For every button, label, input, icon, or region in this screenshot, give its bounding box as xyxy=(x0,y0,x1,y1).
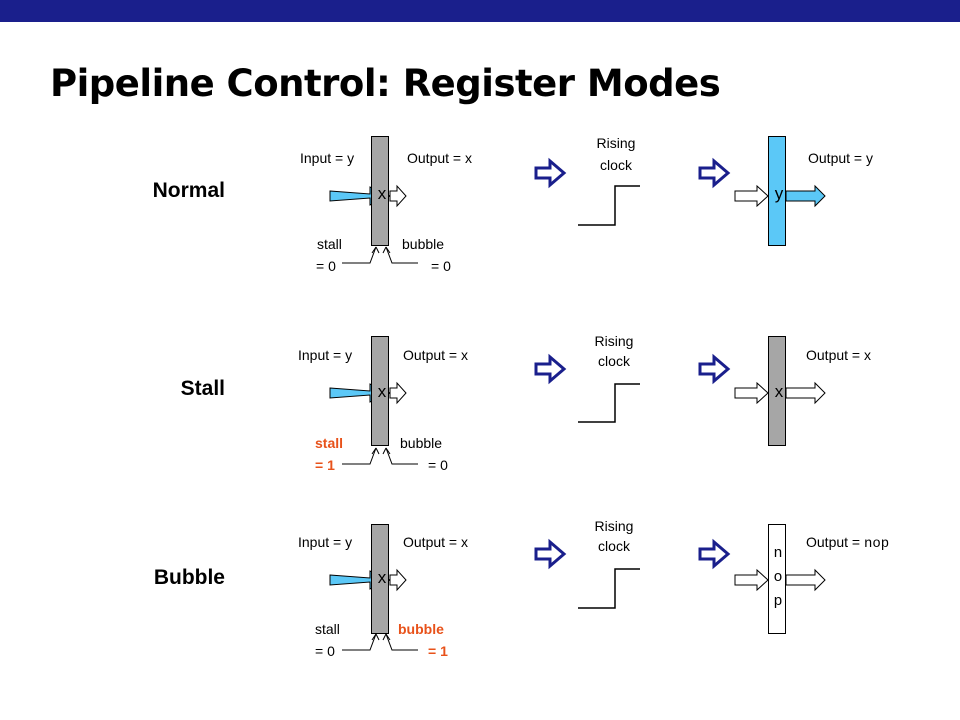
normal-clock-label-1: Rising xyxy=(596,135,636,151)
stall-flow-arrow-2 xyxy=(698,355,730,383)
bubble-result-letter-p: p xyxy=(773,593,783,610)
bubble-stall-line xyxy=(342,633,377,651)
normal-register xyxy=(371,136,389,246)
bubble-clock-label-2: clock xyxy=(598,538,630,554)
bubble-clock-waveform xyxy=(578,568,640,609)
stall-clock-label-2: clock xyxy=(598,353,630,369)
normal-bubble-value: = 0 xyxy=(431,258,451,274)
stall-result-output-arrow xyxy=(785,381,826,405)
stall-result-value: x xyxy=(774,382,784,401)
stall-bubble-value: = 0 xyxy=(428,457,448,473)
row-label-bubble: Bubble xyxy=(153,566,225,589)
title-banner xyxy=(0,0,960,22)
bubble-flow-arrow-1 xyxy=(534,540,566,568)
stall-bubble-name: bubble xyxy=(400,435,443,451)
normal-input-label: Input = y xyxy=(300,150,355,166)
stall-result-output-label: Output = x xyxy=(806,347,871,363)
bubble-register-value: x xyxy=(377,568,387,587)
normal-register-value: x xyxy=(377,184,387,203)
bubble-result-output-nop: nop xyxy=(863,536,890,552)
row-label-normal: Normal xyxy=(152,179,225,202)
bubble-flow-arrow-2 xyxy=(698,540,730,568)
stall-result-register xyxy=(768,336,786,446)
bubble-result-output-arrow xyxy=(785,568,826,592)
bubble-result-input-arrow xyxy=(734,568,769,592)
bubble-result-output-label: Output = nop xyxy=(806,534,889,552)
bubble-stall-value: = 0 xyxy=(315,643,335,659)
stall-clock-waveform xyxy=(578,383,640,423)
normal-flow-arrow-2 xyxy=(698,159,730,187)
stall-register xyxy=(371,336,389,446)
normal-output-arrow xyxy=(389,184,407,208)
bubble-result-letter-o: o xyxy=(773,569,783,586)
bubble-result-letter-n: n xyxy=(773,545,783,562)
bubble-register xyxy=(371,524,389,634)
stall-input-label: Input = y xyxy=(298,347,353,363)
row-label-stall: Stall xyxy=(180,377,225,400)
stall-register-value: x xyxy=(377,382,387,401)
normal-stall-value: = 0 xyxy=(316,258,336,274)
bubble-bubble-line xyxy=(385,633,418,651)
bubble-bubble-value: = 1 xyxy=(428,643,448,659)
normal-result-input-arrow xyxy=(734,184,769,208)
bubble-stall-name: stall xyxy=(315,621,340,637)
normal-clock-label-2: clock xyxy=(600,157,632,173)
bubble-output-arrow xyxy=(389,568,407,592)
bubble-result-output-prefix: Output = xyxy=(806,534,864,550)
bubble-input-label: Input = y xyxy=(298,534,353,550)
stall-stall-name: stall xyxy=(315,435,344,451)
normal-result-output-arrow xyxy=(785,184,826,208)
stall-stall-line xyxy=(342,447,377,465)
bubble-bubble-name: bubble xyxy=(398,621,444,637)
normal-bubble-line xyxy=(385,246,418,264)
stall-output-arrow xyxy=(389,381,407,405)
stall-bubble-line xyxy=(385,447,418,465)
normal-output-label: Output = x xyxy=(407,150,472,166)
stall-result-input-arrow xyxy=(734,381,769,405)
normal-result-output-label: Output = y xyxy=(808,150,873,166)
bubble-result-register xyxy=(768,524,786,634)
normal-bubble-name: bubble xyxy=(402,236,445,252)
normal-clock-waveform xyxy=(578,185,640,226)
normal-result-register xyxy=(768,136,786,246)
bubble-output-label: Output = x xyxy=(403,534,468,550)
normal-stall-line xyxy=(342,246,377,264)
normal-stall-name: stall xyxy=(317,236,342,252)
stall-flow-arrow-1 xyxy=(534,355,566,383)
bubble-clock-label-1: Rising xyxy=(594,518,634,534)
stall-clock-label-1: Rising xyxy=(594,333,634,349)
slide-title: Pipeline Control: Register Modes xyxy=(50,62,721,105)
normal-result-value: y xyxy=(774,184,784,203)
normal-flow-arrow-1 xyxy=(534,159,566,187)
stall-stall-value: = 1 xyxy=(315,457,335,473)
stall-output-label: Output = x xyxy=(403,347,468,363)
